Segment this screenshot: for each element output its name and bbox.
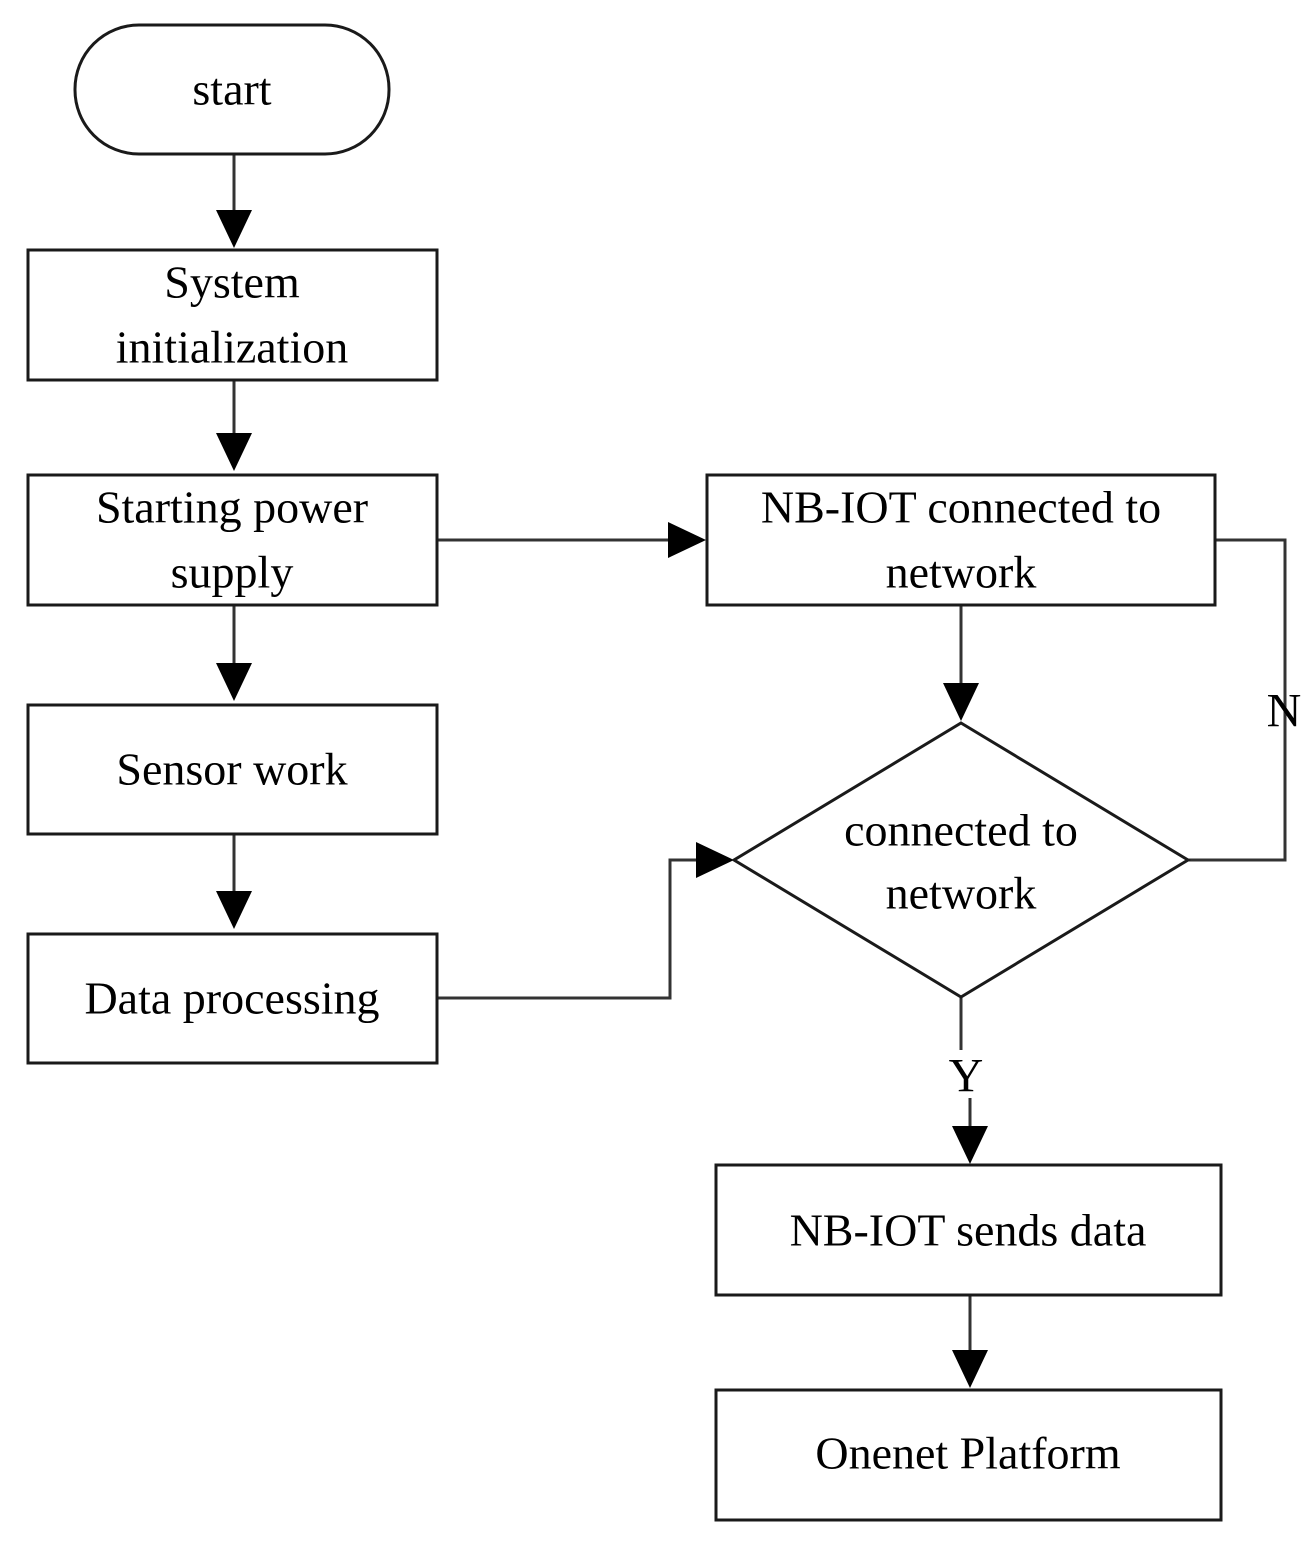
arrowhead-init (216, 210, 252, 248)
node-sensor-work: Sensor work (26, 703, 439, 836)
process-shape (714, 1163, 1223, 1297)
arrowhead-power (216, 433, 252, 471)
node-power-supply-line2: supply (171, 547, 294, 598)
terminator-shape (73, 23, 391, 156)
node-decision-line2: network (886, 868, 1037, 919)
process-shape (26, 248, 439, 382)
node-nbiot-connect-line2: network (886, 547, 1037, 598)
node-nbiot-send-label: NB-IOT sends data (790, 1205, 1147, 1256)
node-sensor-work-label: Sensor work (116, 744, 347, 795)
arrowhead-sensor (216, 663, 252, 701)
process-shape (705, 473, 1217, 607)
process-shape (26, 473, 439, 607)
arrowhead-decision-left (696, 842, 734, 878)
arrowhead-data (216, 891, 252, 929)
process-shape (26, 703, 439, 836)
node-system-init-line1: System (164, 257, 300, 308)
process-shape (714, 1388, 1223, 1522)
node-onenet: Onenet Platform (714, 1388, 1223, 1522)
process-shape (26, 932, 439, 1065)
node-system-init-line2: initialization (116, 322, 349, 373)
arrowhead-onenet (952, 1350, 988, 1388)
arrowhead-nbiot (668, 522, 706, 558)
node-data-processing: Data processing (26, 932, 439, 1065)
arrowhead-send (952, 1126, 988, 1164)
node-nbiot-connect-line1: NB-IOT connected to (761, 482, 1161, 533)
node-nbiot-send: NB-IOT sends data (714, 1163, 1223, 1297)
node-start: start (73, 23, 391, 156)
edge-decision-no-loop (1188, 538, 1287, 862)
node-nbiot-connect: NB-IOT connected to network (705, 473, 1217, 607)
node-decision-line1: connected to (844, 805, 1078, 856)
node-power-supply-line1: Starting power (96, 482, 368, 533)
edge-label-yes: Y (949, 1050, 984, 1103)
edges (216, 154, 1287, 1388)
decision-diamond (731, 721, 1191, 999)
node-system-init: System initialization (26, 248, 439, 382)
node-data-processing-label: Data processing (84, 973, 379, 1024)
node-start-label: start (192, 64, 271, 115)
edge-data-to-decision (437, 858, 698, 1000)
node-decision: connected to network (731, 721, 1191, 999)
node-power-supply: Starting power supply (26, 473, 439, 607)
arrowhead-decision-top (943, 683, 979, 721)
node-onenet-label: Onenet Platform (815, 1428, 1121, 1479)
edge-label-no: N (1267, 685, 1302, 738)
